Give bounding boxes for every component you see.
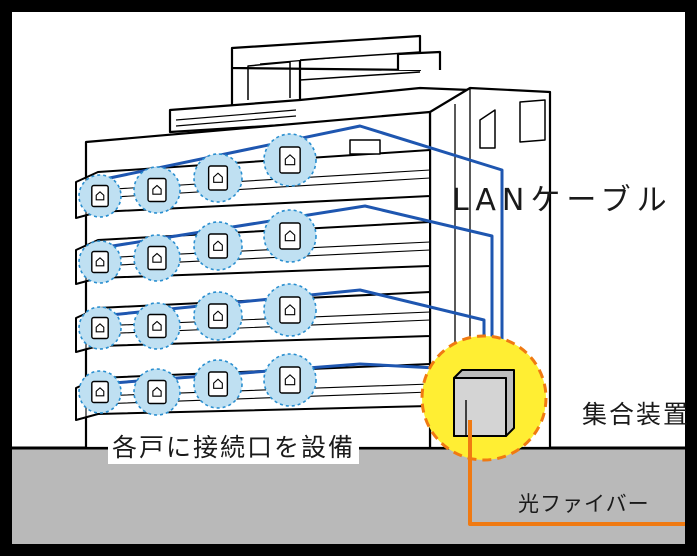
aggregation-unit-label: 集合装置 bbox=[582, 400, 691, 429]
outlet-floor-3-unit-1 bbox=[78, 306, 122, 350]
outlet-floor-1-unit-3 bbox=[193, 153, 243, 203]
outlet-floor-4-unit-3 bbox=[193, 359, 243, 409]
outlet-floor-4-unit-4 bbox=[263, 353, 317, 407]
wall-outlet-icon bbox=[147, 313, 167, 339]
outlets-label: 各戸に接続口を設備 bbox=[108, 428, 360, 464]
wall-outlet-icon bbox=[91, 184, 109, 208]
wall-outlet-icon bbox=[279, 366, 301, 394]
outlet-floor-1-unit-1 bbox=[78, 174, 122, 218]
outlet-floor-2-unit-3 bbox=[193, 221, 243, 271]
wall-outlet-icon bbox=[147, 177, 167, 203]
wall-outlet-icon bbox=[207, 303, 229, 329]
outlet-floor-2-unit-4 bbox=[263, 209, 317, 263]
wall-outlet-icon bbox=[147, 245, 167, 271]
outlet-floor-4-unit-1 bbox=[78, 370, 122, 414]
wall-outlet-icon bbox=[91, 316, 109, 340]
outlet-floor-3-unit-2 bbox=[133, 302, 181, 350]
wall-outlet-icon bbox=[279, 146, 301, 174]
outlet-floor-3-unit-3 bbox=[193, 291, 243, 341]
wall-outlet-icon bbox=[91, 250, 109, 274]
network-box-icon bbox=[453, 369, 515, 437]
outlet-floor-2-unit-2 bbox=[133, 234, 181, 282]
wall-outlet-icon bbox=[279, 222, 301, 250]
wall-outlet-icon bbox=[91, 380, 109, 404]
wall-outlet-icon bbox=[207, 233, 229, 259]
wall-outlet-icon bbox=[147, 379, 167, 405]
outlet-floor-4-unit-2 bbox=[133, 368, 181, 416]
outlet-floor-3-unit-4 bbox=[263, 283, 317, 337]
wall-outlet-icon bbox=[207, 371, 229, 397]
optical-fiber-label: 光ファイバー bbox=[518, 492, 650, 516]
ground bbox=[12, 448, 685, 544]
optical-fiber-line bbox=[468, 420, 685, 526]
lan-cable-label: LANケーブル bbox=[452, 183, 673, 218]
outlet-floor-2-unit-1 bbox=[78, 240, 122, 284]
wall-outlet-icon bbox=[279, 296, 301, 324]
outlet-floor-1-unit-4 bbox=[263, 133, 317, 187]
outlets-group bbox=[78, 133, 317, 416]
wall-outlet-icon bbox=[207, 165, 229, 191]
outlet-floor-1-unit-2 bbox=[133, 166, 181, 214]
